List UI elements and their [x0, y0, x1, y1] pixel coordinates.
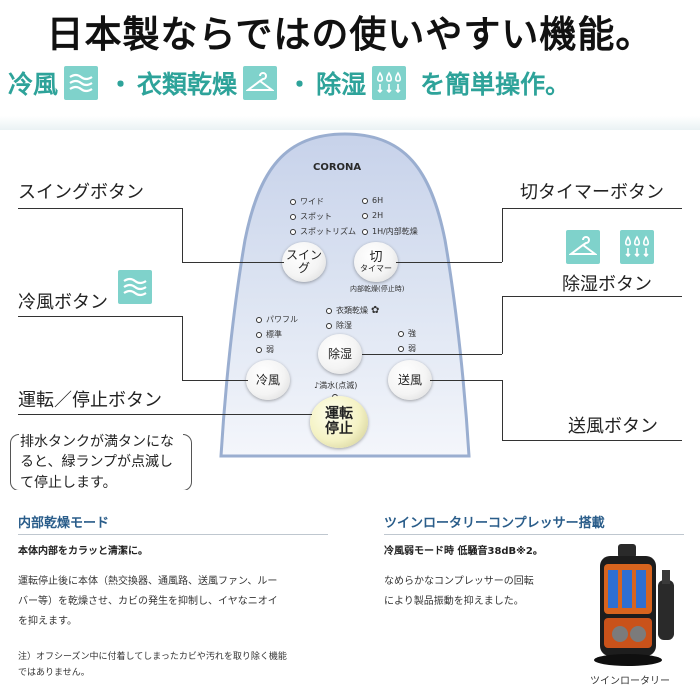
section-rule [18, 534, 328, 535]
internal-dry-lead: 本体内部をカラッと清潔に。 [18, 546, 148, 557]
cool-option-powerful: パワフル [256, 314, 298, 325]
dehum-button[interactable]: 除湿 [318, 334, 362, 374]
section-title-internal-dry: 内部乾燥モード [18, 516, 110, 531]
mode-option-clothes-dry: 衣類乾燥✿ [326, 305, 379, 316]
internal-dry-body-2: バー等）を乾燥させ、カビの発生を抑制し、イヤなニオイ [18, 596, 278, 607]
feature-separator: ・ [108, 70, 134, 99]
swing-option-rhythm: スポットリズム [290, 226, 356, 237]
indicator-lamp [256, 331, 262, 338]
internal-dry-body-3: を抑えます。 [18, 616, 77, 627]
leader-line [502, 440, 682, 441]
cool-option-weak: 弱 [256, 344, 274, 355]
indicator-lamp [398, 330, 404, 337]
leader-line [430, 380, 502, 381]
compressor-caption: ツインロータリー [590, 676, 670, 687]
mode-option-dehum: 除湿 [326, 320, 352, 331]
power-button[interactable]: 運転 停止 [310, 396, 368, 448]
feature-bar: 冷風 ・ 衣類乾燥 ・ 除湿 を簡単操作。 [8, 60, 698, 106]
indicator-lamp [362, 212, 368, 219]
leader-line [182, 208, 183, 262]
headline: 日本製ならではの使いやすい機能。 [46, 12, 654, 56]
divider [0, 116, 700, 130]
wind-icon [118, 270, 152, 304]
shirt-icon: ✿ [371, 305, 380, 316]
hanger-icon [243, 66, 278, 100]
label-fan: 送風ボタン [568, 416, 658, 437]
leader-line [182, 380, 248, 381]
cool-button[interactable]: 冷風 [246, 360, 290, 400]
swing-option-spot: スポット [290, 211, 332, 222]
cool-option-standard: 標準 [256, 329, 282, 340]
section-rule [384, 534, 684, 535]
section-title-compressor: ツインロータリーコンプレッサー搭載 [384, 516, 605, 531]
swing-button[interactable]: スイング [282, 242, 326, 282]
brand-logo: CORONA [313, 162, 362, 173]
timer-option-6h: 6H [362, 196, 383, 205]
leader-line [396, 262, 502, 263]
leader-line [18, 316, 182, 317]
label-cool: 冷風ボタン [18, 292, 108, 313]
droplets-icon [620, 230, 654, 264]
tank-full-note: 排水タンクが満タンになると、緑ランプが点滅して停止します。 [10, 432, 192, 493]
compressor-image [594, 544, 674, 666]
compressor-body-1: なめらかなコンプレッサーの回転 [384, 576, 534, 587]
timer-off-button[interactable]: 切 タイマー [354, 242, 398, 282]
leader-line [502, 296, 682, 297]
leader-line [502, 296, 503, 354]
indicator-lamp [290, 198, 296, 205]
droplets-icon [372, 66, 407, 100]
compressor-lead: 冷風弱モード時 低騒音38dB※2。 [384, 546, 543, 557]
indicator-lamp [398, 345, 404, 352]
leader-line [18, 208, 182, 209]
leader-line [182, 316, 183, 380]
fan-option-strong: 強 [398, 328, 416, 339]
full-water-indicator: ♪満水(点滅) [314, 381, 358, 390]
label-power: 運転／停止ボタン [18, 390, 162, 411]
swing-option-wide: ワイド [290, 196, 324, 207]
label-swing: スイングボタン [18, 182, 144, 203]
timer-option-2h: 2H [362, 211, 383, 220]
feature-cool-label: 冷風 [8, 70, 59, 99]
indicator-lamp [290, 213, 296, 220]
leader-line [182, 262, 284, 263]
indicator-lamp [256, 346, 262, 353]
indicator-lamp [256, 316, 262, 323]
leader-line [502, 380, 503, 440]
leader-line [502, 208, 682, 209]
internal-dry-footnote-2: ではありません。 [18, 668, 90, 678]
feature-separator: ・ [287, 70, 313, 99]
feature-details: 内部乾燥モード 本体内部をカラッと清潔に。 運転停止後に本体（熱交換器、通風路、… [0, 490, 700, 700]
internal-dry-body-1: 運転停止後に本体（熱交換器、通風路、送風ファン、ルー [18, 576, 278, 587]
indicator-lamp [326, 322, 332, 329]
compressor-body-2: により製品振動を抑えました。 [384, 596, 524, 607]
label-dehum: 除湿ボタン [562, 274, 652, 295]
feature-dry-label: 衣類乾燥 [137, 70, 238, 99]
indicator-lamp [290, 228, 296, 235]
leader-line [502, 208, 503, 262]
timer-option-1h: 1H/内部乾燥 [362, 226, 418, 237]
indicator-lamp [362, 197, 368, 204]
feature-dehum-label: 除湿 [316, 70, 367, 99]
indicator-lamp [326, 307, 332, 314]
internal-dry-footnote-1: 注）オフシーズン中に付着してしまったカビや汚れを取り除く機能 [18, 652, 287, 662]
leader-line [18, 414, 312, 415]
leader-line [362, 354, 502, 355]
label-timer: 切タイマーボタン [520, 182, 664, 203]
wind-icon [64, 66, 99, 100]
hanger-icon [566, 230, 600, 264]
fan-option-weak: 弱 [398, 343, 416, 354]
feature-tail: を簡単操作。 [420, 70, 571, 99]
indicator-lamp [362, 228, 368, 235]
fan-button[interactable]: 送風 [388, 360, 432, 400]
internal-dry-note: 内部乾燥(停止時) [350, 285, 405, 293]
